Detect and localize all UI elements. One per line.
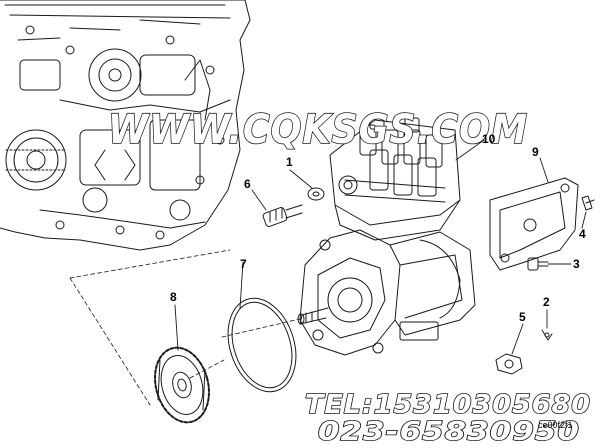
callout-4: 4: [579, 227, 586, 241]
assembly-axis-lines: [69, 249, 305, 406]
callout-2: 2: [543, 295, 550, 309]
watermark-tel: TEL:15310305680: [305, 390, 591, 420]
callout-6: 6: [244, 177, 251, 191]
leader-lines: [174, 139, 587, 355]
callout-9: 9: [532, 145, 539, 159]
callout-10: 10: [482, 132, 496, 146]
callout-1: 1: [286, 155, 293, 169]
compressor-body: [297, 229, 476, 356]
figure-reference-code: ce00f2f1: [538, 420, 573, 430]
o-ring-part-7: [227, 297, 297, 393]
bolt-part-4: [581, 195, 595, 211]
callout-3: 3: [573, 257, 580, 271]
bolt-part-3: [527, 257, 549, 271]
gear-part-8: [154, 346, 210, 424]
mounting-bracket: [489, 177, 579, 271]
callout-8: 8: [170, 290, 177, 304]
nut-part-5: [495, 353, 523, 375]
callout-7: 7: [240, 257, 247, 271]
engine-block: [0, 0, 251, 251]
compressor-head: [329, 114, 461, 241]
pin-part-2: [541, 329, 553, 341]
watermark-phone: 023-65830950: [318, 417, 580, 447]
callout-5: 5: [519, 310, 526, 324]
washer-part-1: [307, 187, 325, 201]
watermark-site: WWW.CQKSGS.COM: [108, 107, 528, 153]
fitting-part-6: [262, 204, 303, 227]
